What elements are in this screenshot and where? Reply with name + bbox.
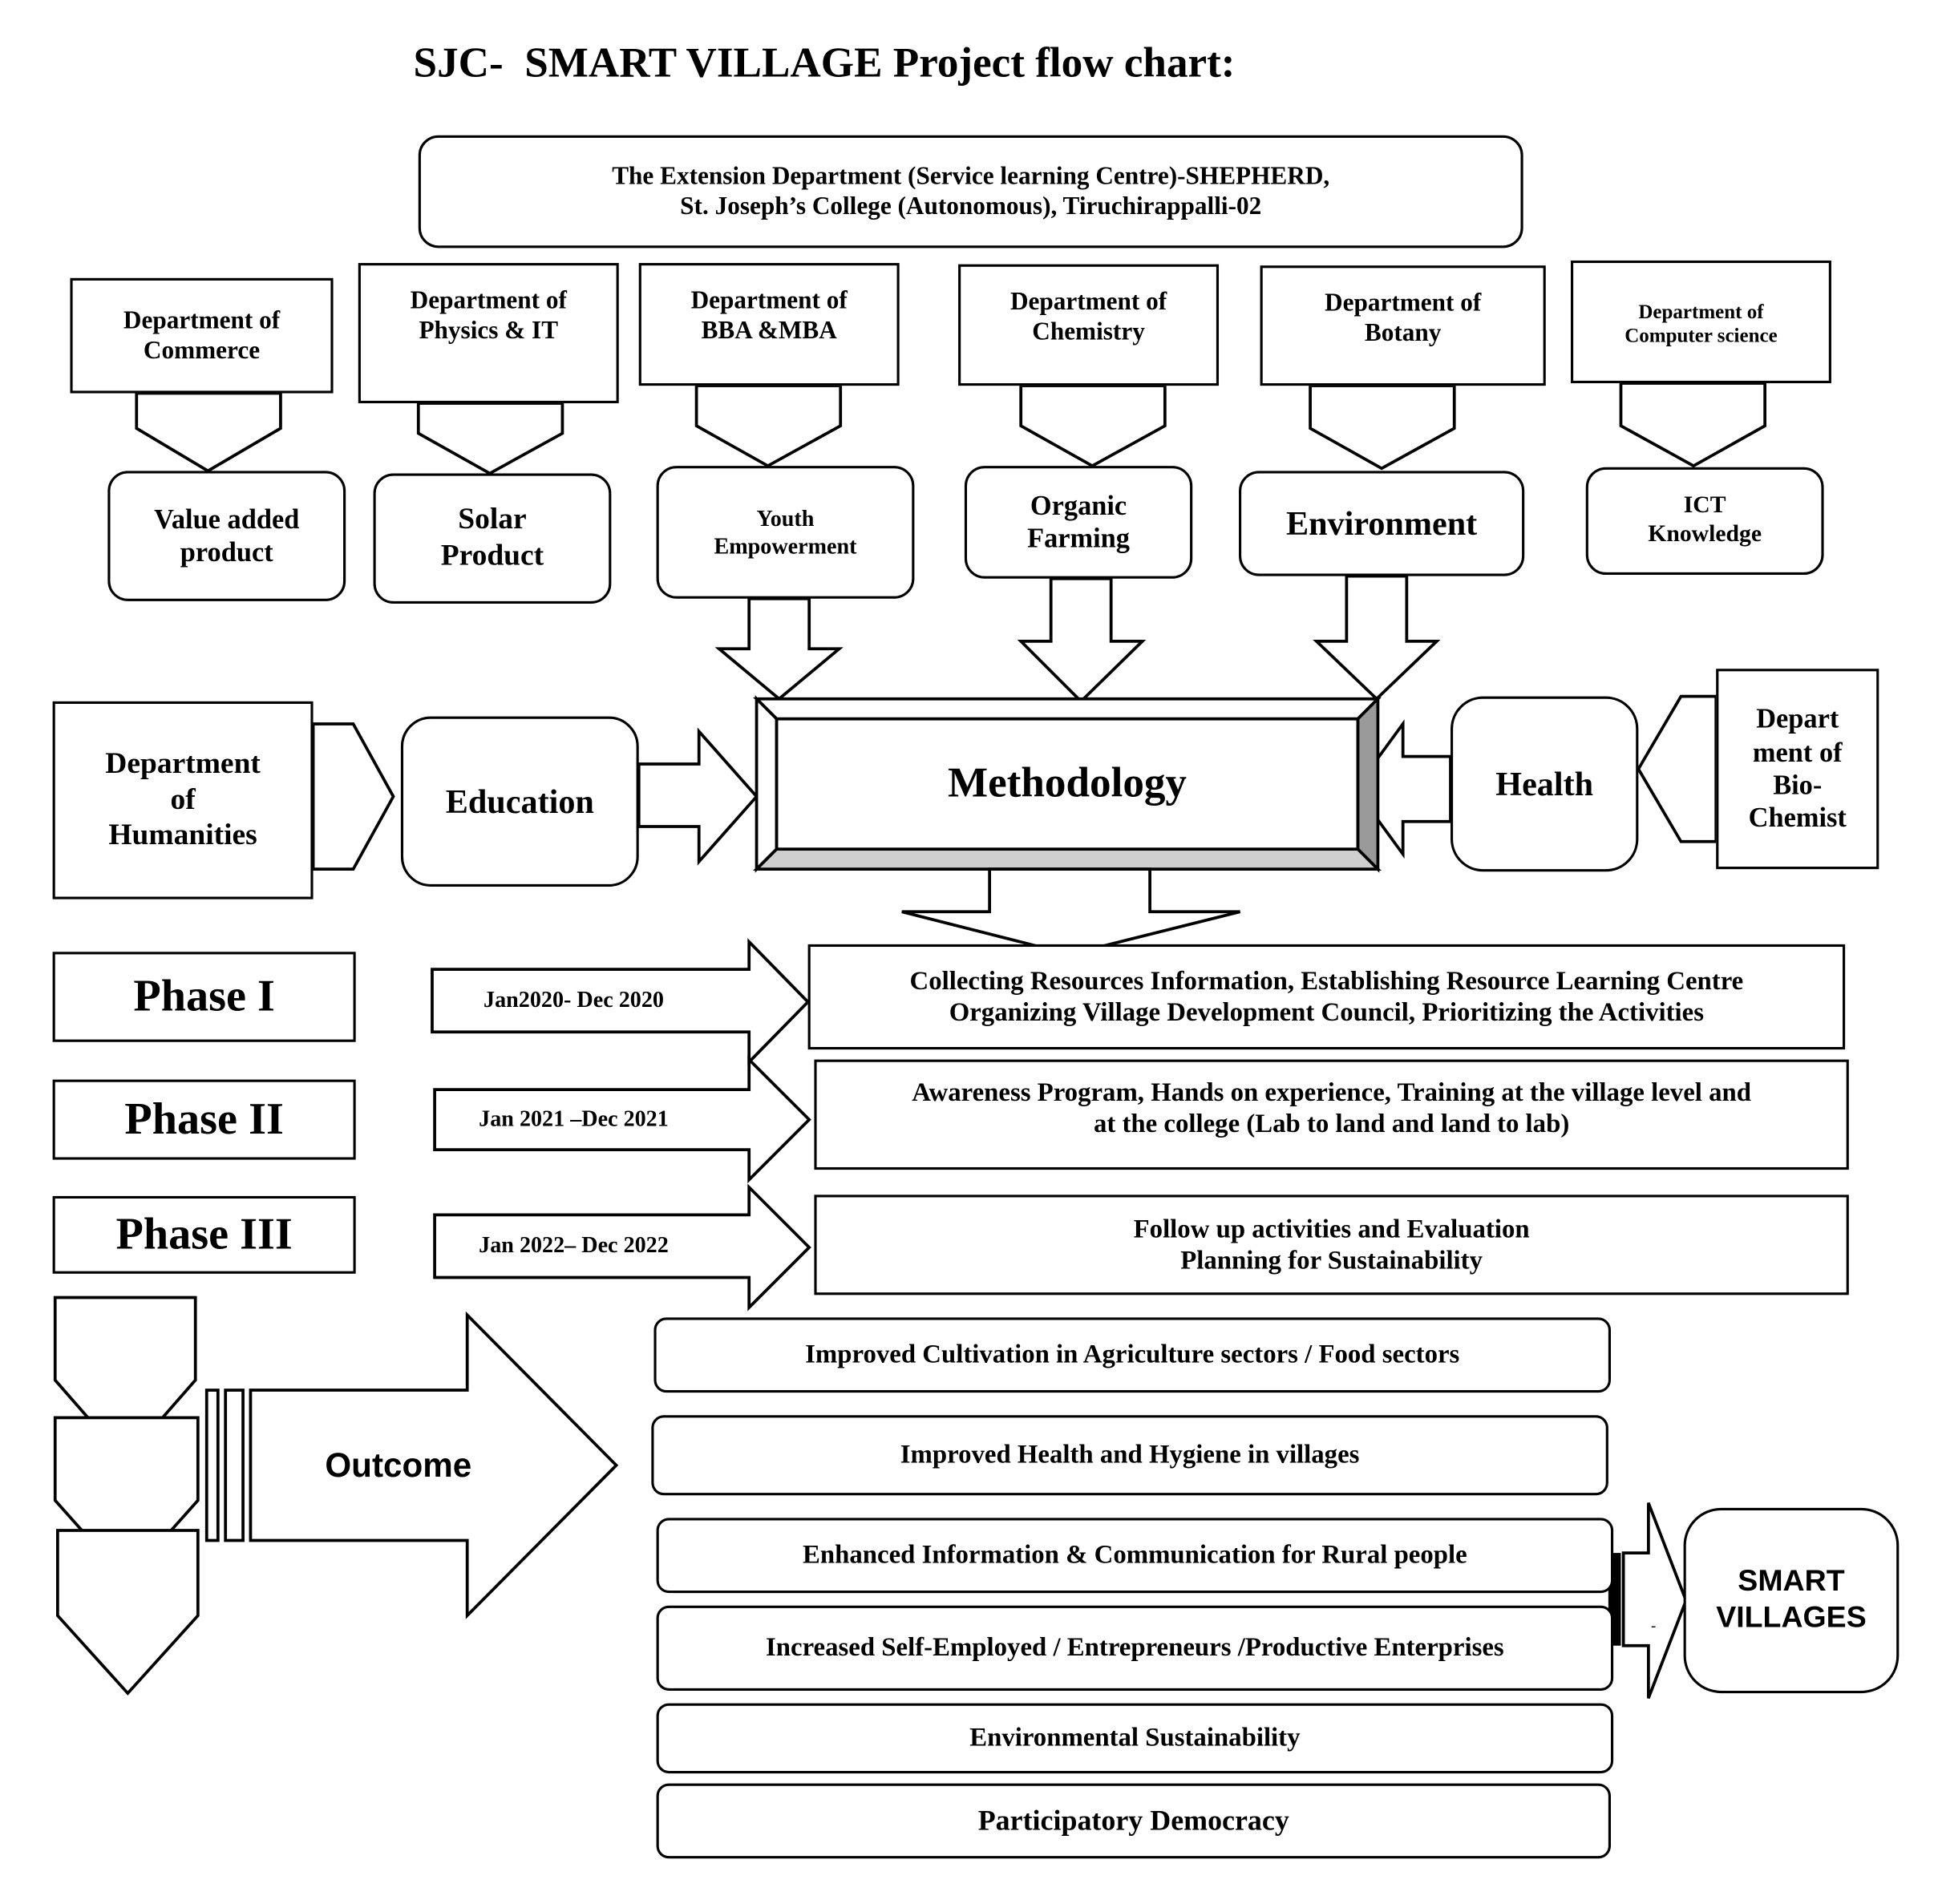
outcome-arrow — [249, 1311, 619, 1619]
phase1-arrow — [431, 938, 811, 1066]
department-bba: Department of BBA &MBA — [638, 263, 900, 386]
department-humanities: Department of Humanities — [52, 701, 314, 899]
department-biochemist: Depart ment of Bio-Chemist — [1716, 669, 1879, 870]
phase3-arrow — [433, 1183, 811, 1312]
environment-to-methodology-arrow — [1313, 574, 1441, 701]
bba-down-arrow — [694, 384, 843, 468]
education-box: Education — [400, 716, 639, 887]
smart-villages-box: SMART VILLAGES — [1683, 1507, 1900, 1694]
output-organic: Organic Farming — [964, 466, 1193, 579]
humanities-to-education-arrow — [311, 722, 395, 871]
phase-1-activities: Collecting Resources Information, Establ… — [807, 944, 1846, 1050]
outcomes-to-smart-arrow — [1621, 1502, 1688, 1700]
output-youth: Youth Empowerment — [656, 466, 915, 599]
phase-3-activities: Follow up activities and Evaluation Plan… — [814, 1195, 1849, 1296]
outcome-1: Improved Cultivation in Agriculture sect… — [653, 1317, 1611, 1393]
methodology-label: Methodology — [947, 759, 1188, 806]
phase-2-line-1: Awareness Program, Hands on experience, … — [912, 1077, 1751, 1107]
outcome-label: Outcome — [325, 1446, 472, 1484]
biochem-to-health-arrow — [1637, 694, 1718, 843]
department-computer-science: Department of Computer science — [1570, 260, 1831, 384]
methodology-down-arrow — [901, 867, 1241, 956]
methodology-face — [775, 717, 1360, 851]
outcome-5: Environmental Sustainability — [656, 1703, 1614, 1774]
youth-to-methodology-arrow — [714, 596, 844, 701]
phase-3-period: Jan 2022– Dec 2022 — [479, 1232, 669, 1258]
chemistry-down-arrow — [1019, 384, 1167, 468]
outcome-6: Participatory Democracy — [656, 1783, 1611, 1859]
page-title: SJC- SMART VILLAGE Project flow chart: — [413, 39, 1236, 87]
outcome-3: Enhanced Information & Communication for… — [656, 1518, 1614, 1594]
phase-2-activities: Awareness Program, Hands on experience, … — [814, 1059, 1849, 1170]
education-to-methodology-arrow — [637, 727, 759, 866]
methodology-bevel-left — [755, 695, 779, 873]
phase-2-label: Phase II — [52, 1079, 356, 1160]
outcome-stripe-1 — [204, 1389, 220, 1542]
outcome-stripe-2 — [224, 1389, 245, 1542]
botany-down-arrow — [1309, 384, 1456, 471]
phase-3-line-2: Planning for Sustainability — [1180, 1244, 1483, 1275]
phase-2-period: Jan 2021 –Dec 2021 — [479, 1106, 669, 1131]
outcome-2: Improved Health and Hygiene in villages — [651, 1415, 1608, 1496]
department-commerce: Department of Commerce — [70, 277, 334, 394]
phase-1-period: Jan2020- Dec 2020 — [484, 987, 664, 1013]
output-environment: Environment — [1239, 471, 1525, 576]
extension-line-2: St. Joseph’s College (Autonomous), Tiruc… — [680, 192, 1262, 220]
department-botany: Department of Botany — [1260, 265, 1546, 386]
methodology-bevel-right — [1356, 695, 1380, 873]
methodology-bevel-top — [753, 697, 1382, 721]
output-solar: Solar Product — [373, 473, 612, 604]
department-physics: Department of Physics & IT — [358, 263, 619, 404]
output-ict: ICT Knowledge — [1585, 467, 1824, 576]
extension-line-1: The Extension Department (Service learni… — [612, 163, 1330, 191]
phase-1-label: Phase I — [52, 952, 356, 1042]
phase2-arrow — [433, 1056, 811, 1184]
outcome-4: Increased Self-Employed / Entrepreneurs … — [656, 1605, 1614, 1691]
physics-down-arrow — [416, 402, 564, 475]
organic-to-methodology-arrow — [1017, 576, 1147, 704]
health-box: Health — [1450, 696, 1639, 872]
department-chemistry: Department of Chemistry — [958, 264, 1220, 386]
phase-3-line-1: Follow up activities and Evaluation — [1133, 1213, 1530, 1243]
connector-mark: - — [1650, 1616, 1657, 1635]
methodology-bevel-bottom — [753, 847, 1382, 871]
phase-2-line-2: at the college (Lab to land and land to … — [1093, 1108, 1570, 1139]
phase-1-line-1: Collecting Resources Information, Establ… — [909, 965, 1744, 996]
output-value-added: Value added product — [107, 471, 346, 601]
phase-3-label: Phase III — [52, 1195, 356, 1274]
extension-department-box: The Extension Department (Service learni… — [418, 135, 1523, 249]
commerce-down-arrow — [135, 391, 282, 473]
phase-1-line-2: Organizing Village Development Council, … — [949, 996, 1704, 1028]
cs-down-arrow — [1619, 382, 1767, 468]
chevron-3 — [55, 1529, 200, 1696]
